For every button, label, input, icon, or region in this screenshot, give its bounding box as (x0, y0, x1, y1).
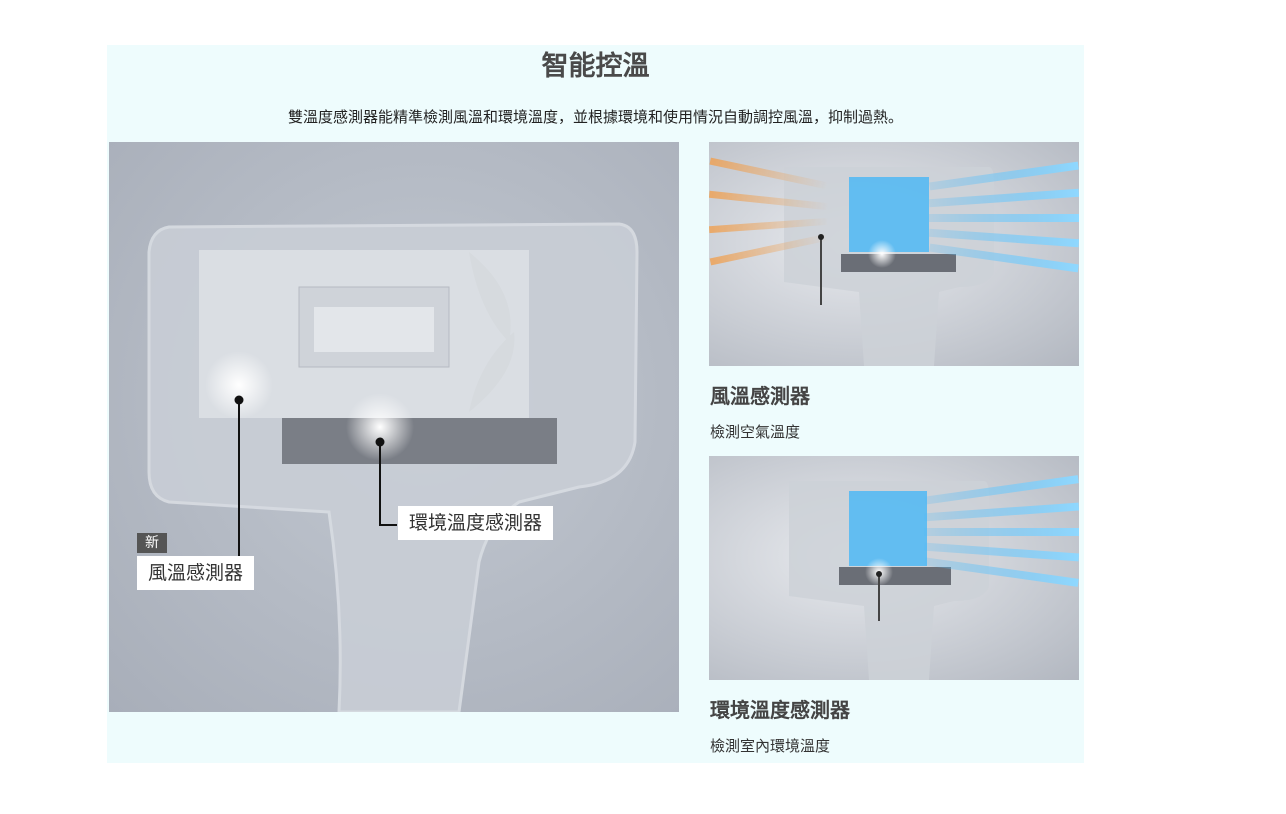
new-badge: 新 (137, 533, 167, 553)
env-sensor-title: 環境溫度感測器 (710, 698, 850, 722)
dryer-illustration (147, 222, 639, 712)
wind-sensor-title: 風溫感測器 (710, 384, 810, 408)
env-sensor-text: 檢測室內環境溫度 (710, 737, 831, 755)
section-description: 雙溫度感測器能精準檢測風溫和環境溫度，並根據環境和使用情況自動調控風溫，抑制過熱… (287, 108, 903, 126)
smart-temp-control-section: 智能控溫 雙溫度感測器能精準檢測風溫和環境溫度，並根據環境和使用情況自動調控風溫… (107, 45, 1084, 763)
wind-sensor-label: 風溫感測器 (137, 556, 255, 590)
env-sensor-label: 環境溫度感測器 (398, 506, 554, 540)
section-heading: 智能控溫 (541, 51, 650, 82)
env-sensor-image (709, 456, 1079, 680)
env-sensor-illustration (789, 475, 1079, 680)
wind-sensor-illustration (709, 157, 1079, 366)
dryer-xray-image: 新 風溫感測器 環境溫度感測器 (109, 142, 679, 712)
wind-sensor-image (709, 142, 1079, 366)
wind-sensor-text: 檢測空氣溫度 (710, 423, 801, 441)
